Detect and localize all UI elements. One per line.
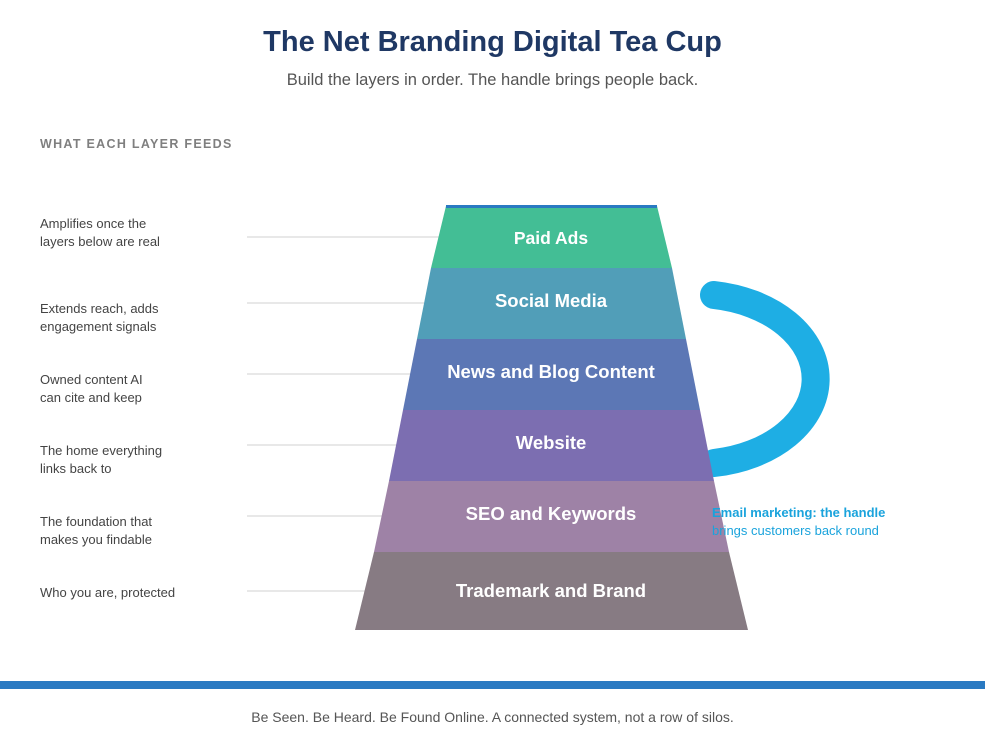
layer-social-media (417, 268, 686, 339)
annotation-brand: Who you are, protected (40, 584, 240, 602)
layer-label: Paid Ads (514, 228, 588, 248)
layer-label: SEO and Keywords (466, 503, 637, 524)
annotation-line: The foundation that (40, 514, 153, 529)
annotation-line: links back to (40, 461, 112, 476)
annotation-line: The home everything (40, 443, 163, 458)
cup-handle (700, 281, 830, 477)
layer-seo-keywords (374, 481, 729, 552)
page-subtitle: Build the layers in order. The handle br… (286, 71, 699, 89)
annotation-social-media: Extends reach, adds engagement signals (40, 300, 240, 336)
annotation-seo: The foundation that makes you findable (40, 513, 240, 549)
annotation-line: Who you are, protected (40, 585, 176, 600)
layer-trademark-brand (355, 552, 748, 630)
layer-paid-ads (431, 206, 672, 268)
annotation-line: Amplifies once the (40, 216, 147, 231)
handle-note-line1: Email marketing: the handle (712, 505, 886, 520)
handle-note-line2: brings customers back round (712, 523, 879, 538)
layer-website (389, 410, 714, 481)
annotation-line: Extends reach, adds (40, 301, 159, 316)
annotation-line: Owned content AI (40, 372, 143, 387)
connector-lines (247, 236, 441, 592)
cup-rim (446, 205, 657, 208)
annotation-line: engagement signals (40, 319, 157, 334)
layer-label: Website (516, 432, 587, 453)
annotation-paid-ads: Amplifies once the layers below are real (40, 215, 240, 251)
handle-note: Email marketing: the handle brings custo… (712, 504, 912, 540)
layer-news-blog-content (403, 339, 700, 410)
page-title: The Net Branding Digital Tea Cup (263, 26, 722, 58)
section-label: WHAT EACH LAYER FEEDS (40, 137, 233, 151)
annotation-website: The home everything links back to (40, 442, 240, 478)
annotation-content: Owned content AI can cite and keep (40, 371, 240, 407)
annotation-line: layers below are real (40, 234, 160, 249)
layer-label: News and Blog Content (447, 361, 655, 382)
footer-divider-bar (0, 681, 985, 689)
annotation-line: can cite and keep (40, 390, 142, 405)
footer-text: Be Seen. Be Heard. Be Found Online. A co… (251, 709, 734, 725)
annotation-line: makes you findable (40, 532, 153, 547)
layer-label: Trademark and Brand (456, 580, 646, 601)
layer-label: Social Media (495, 290, 608, 311)
